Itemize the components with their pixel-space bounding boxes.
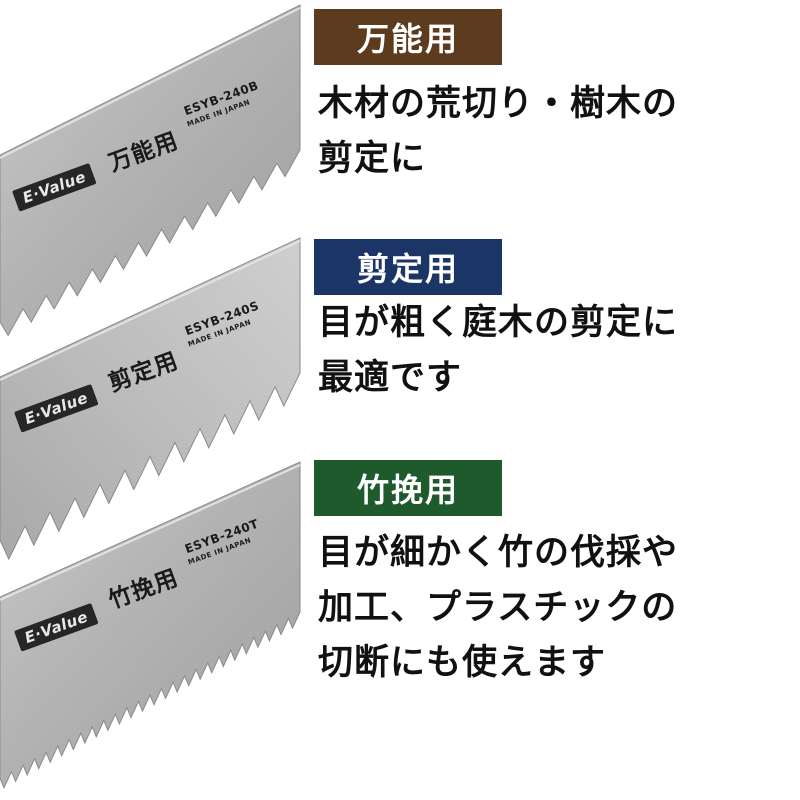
category-label-bamboo: 竹挽用 — [314, 460, 502, 516]
description-line: 木材の荒切り・樹木の — [318, 84, 679, 124]
blade-2-body — [0, 237, 301, 561]
description-all-purpose: 木材の荒切り・樹木の 剪定に — [318, 77, 788, 187]
description-line: 剪定に — [318, 139, 427, 179]
saw-blades-column: E·Value 万能用 ESYB-240B MADE IN JAPAN E·Va… — [0, 0, 310, 800]
description-line: 最適です — [318, 358, 463, 398]
description-pruning: 目が粗く庭木の剪定に 最適です — [318, 296, 788, 406]
blade-2-body-highlight — [0, 240, 301, 381]
category-label-pruning: 剪定用 — [314, 239, 502, 295]
blade-3-body-highlight — [0, 464, 301, 601]
blade-3-body — [0, 461, 301, 790]
description-bamboo: 目が細かく竹の伐採や 加工、プラスチックの 切断にも使えます — [318, 526, 788, 691]
saw-blade-images — [0, 0, 310, 800]
blade-1-body-highlight — [0, 7, 301, 159]
description-line: 目が細かく竹の伐採や — [318, 533, 679, 573]
blade-1-body — [0, 4, 301, 337]
description-line: 切断にも使えます — [318, 643, 607, 683]
description-line: 目が粗く庭木の剪定に — [318, 303, 679, 343]
description-line: 加工、プラスチックの — [318, 588, 678, 628]
category-label-all-purpose: 万能用 — [314, 9, 502, 65]
